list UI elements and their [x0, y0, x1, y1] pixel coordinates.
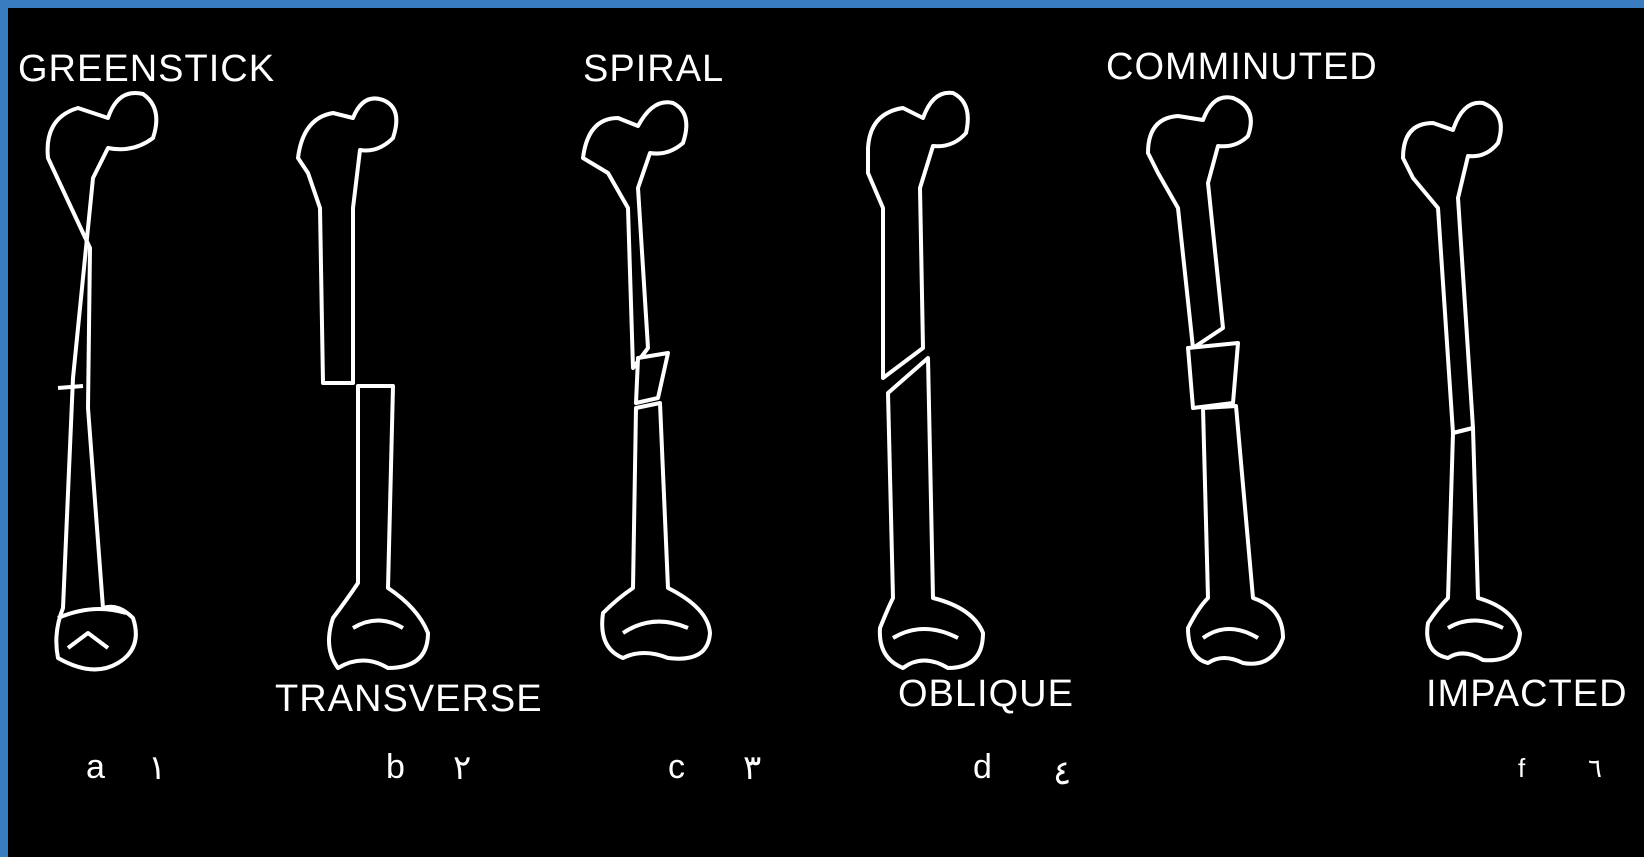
letter-b: b: [386, 748, 405, 787]
spiral-femur: [583, 102, 710, 658]
diagram-panel: GREENSTICK TRANSVERSE SPIRAL OBLIQUE COM…: [8, 8, 1644, 857]
letter-f: f: [1518, 753, 1525, 784]
impacted-femur: [1403, 103, 1520, 661]
numeral-2: ٢: [453, 748, 471, 788]
label-comminuted: COMMINUTED: [1106, 46, 1378, 89]
numeral-6: ٦: [1588, 753, 1602, 784]
label-impacted: IMPACTED: [1426, 673, 1628, 716]
numeral-3: ٣: [743, 748, 761, 788]
label-spiral: SPIRAL: [583, 48, 724, 91]
letter-a: a: [86, 748, 105, 787]
letter-d: d: [973, 748, 992, 787]
numeral-1: ١: [148, 748, 166, 788]
numeral-4: ٤: [1053, 753, 1071, 793]
label-transverse: TRANSVERSE: [275, 678, 543, 721]
comminuted-femur: [1148, 97, 1283, 663]
label-greenstick: GREENSTICK: [18, 48, 275, 91]
bones-illustration: [8, 8, 1644, 857]
greenstick-femur: [48, 93, 157, 669]
letter-c: c: [668, 748, 685, 787]
label-oblique: OBLIQUE: [898, 673, 1074, 716]
oblique-femur: [868, 93, 983, 668]
transverse-femur: [298, 98, 428, 668]
